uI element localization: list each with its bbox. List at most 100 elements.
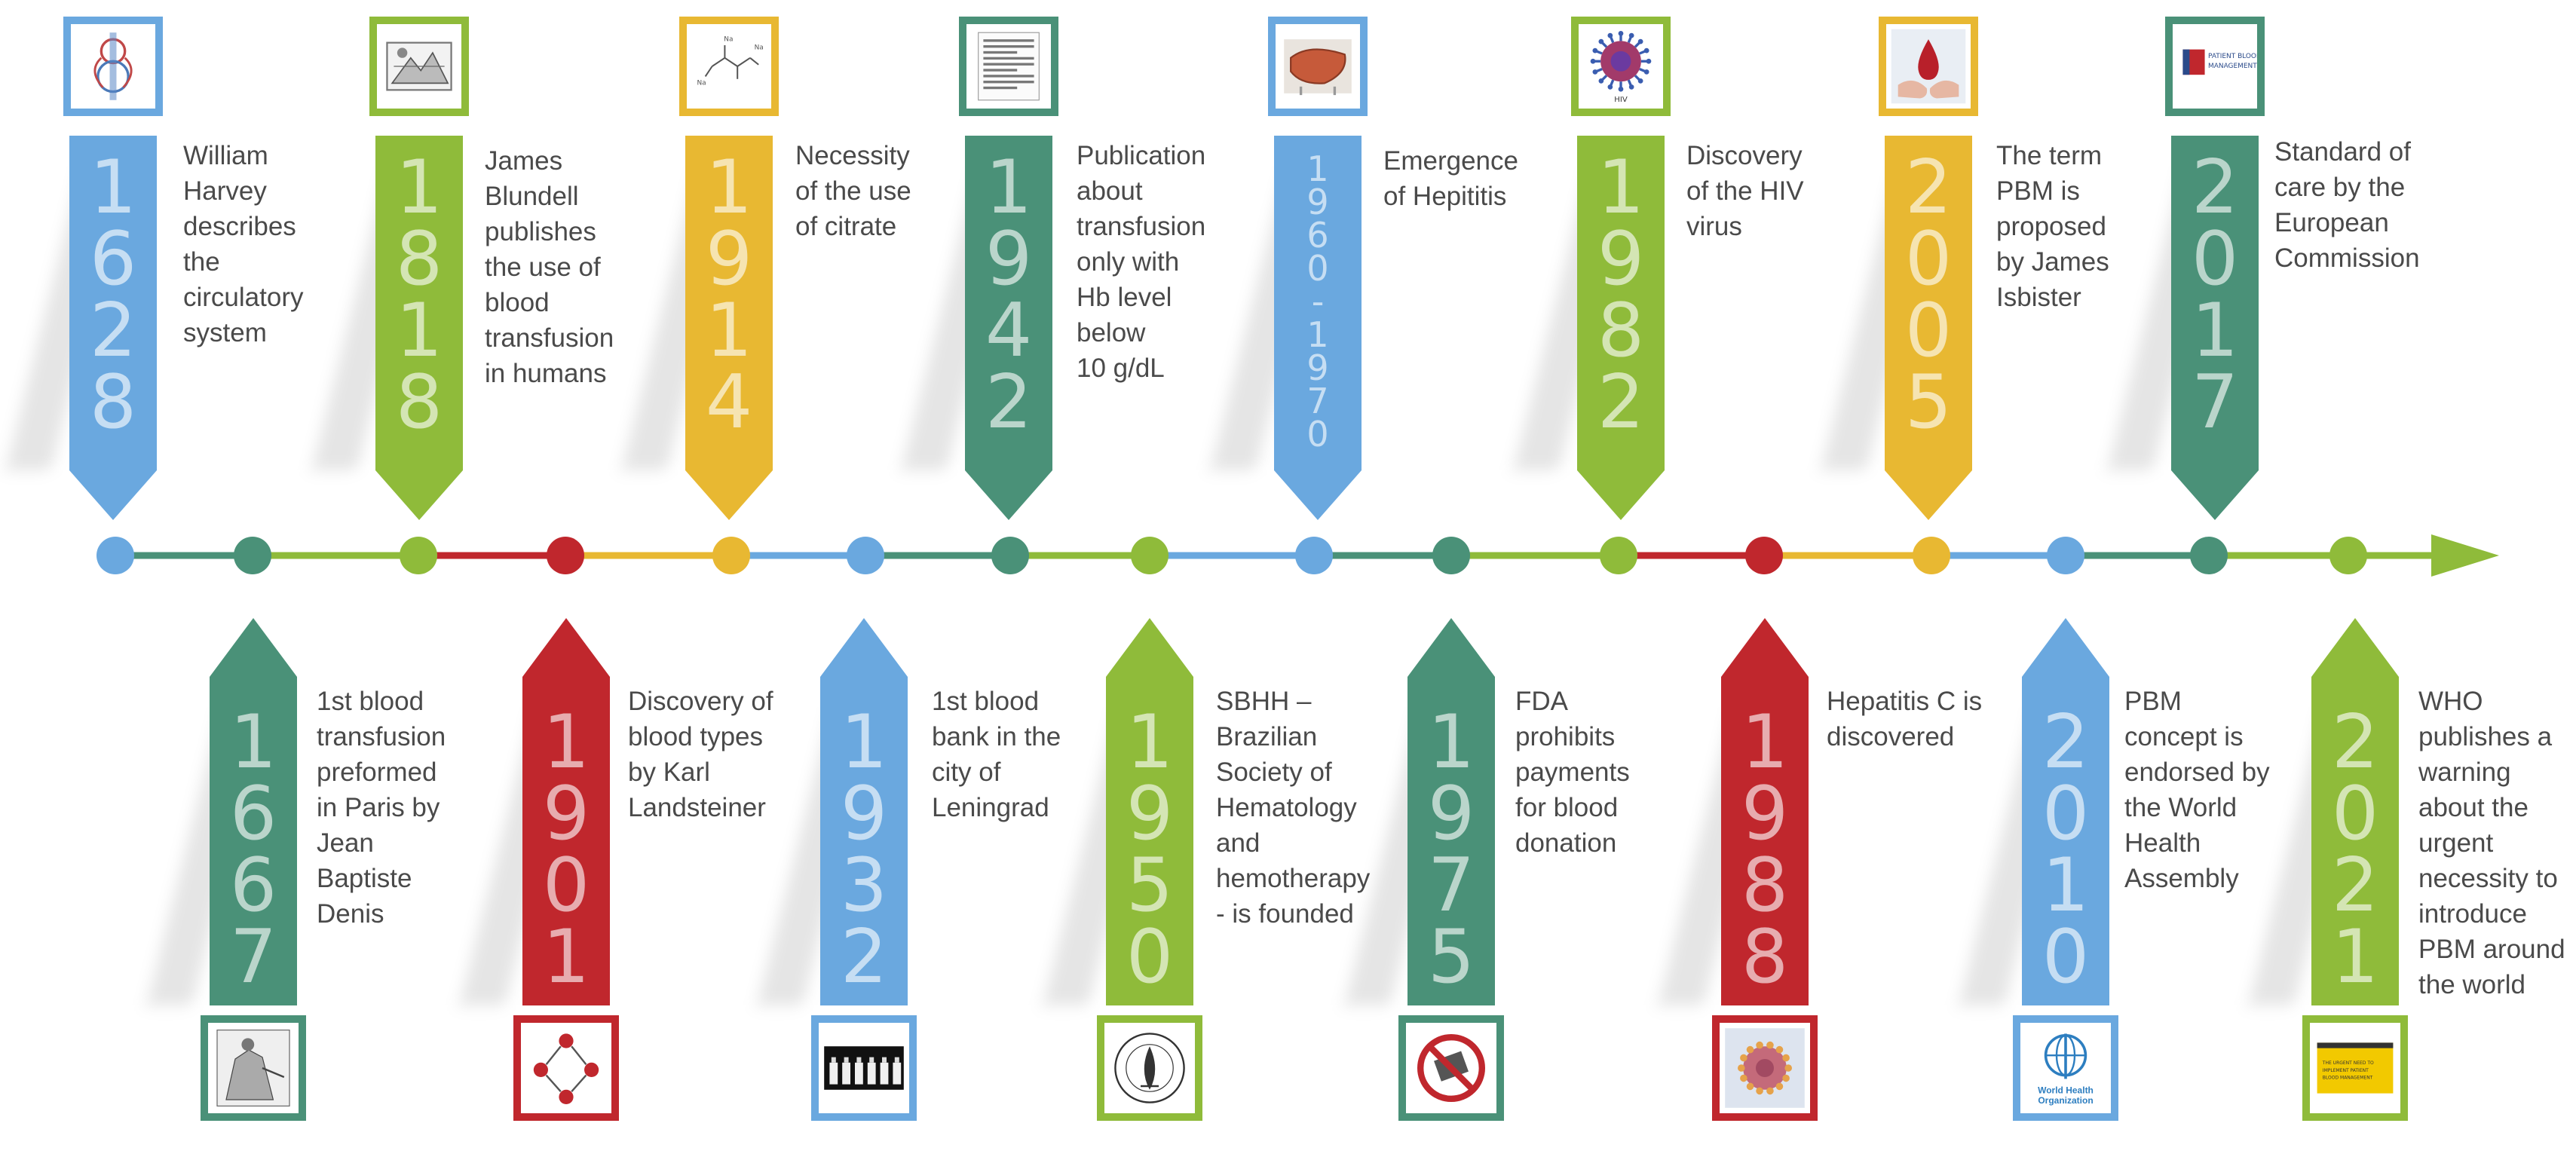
svg-text:Na: Na (724, 35, 733, 43)
year-digit: 1 (1741, 699, 1789, 785)
svg-text:Na: Na (755, 44, 764, 52)
year-digit: 9 (985, 216, 1033, 302)
svg-text:HIV: HIV (1614, 96, 1628, 104)
year-digit: 6 (1306, 215, 1329, 256)
axis-arrowhead (2431, 534, 2499, 577)
year-digit: 9 (1741, 771, 1789, 857)
year-digit: 0 (1306, 248, 1329, 289)
year-digit: 4 (985, 288, 1033, 374)
year-digit: 9 (542, 771, 590, 857)
year-digit: 1 (1306, 314, 1329, 355)
engraving-transfusion-icon (364, 11, 474, 121)
year-digit: 2 (2042, 699, 2090, 785)
year-digit: 6 (89, 216, 137, 302)
year-digit: 1 (542, 699, 590, 785)
timeline-node (234, 537, 271, 574)
year-digit: 2 (2331, 843, 2379, 929)
pointer-tip-up (1407, 618, 1495, 677)
event-caption: Hepatitis C is discovered (1827, 687, 1983, 751)
timeline-node (1295, 537, 1333, 574)
heart-circulation-icon (58, 11, 168, 121)
pbm-logo-icon: PATIENT BLOOD MANAGEMENT (2160, 11, 2270, 121)
svg-text:IMPLEMENT PATIENT: IMPLEMENT PATIENT (2323, 1068, 2369, 1073)
event-caption: Discovery of the HIV virus (1686, 141, 1804, 241)
year-digit: 0 (2042, 771, 2090, 857)
pointer-tip-down (1577, 470, 1665, 520)
pointer-tip-up (2022, 618, 2109, 677)
year-digit: 1 (840, 699, 888, 785)
timeline-node (400, 537, 437, 574)
pointer-body (1106, 677, 1193, 1005)
pointer-tip-down (375, 470, 463, 520)
year-digit: 8 (395, 216, 443, 302)
event-caption: The term PBM is proposed by James Isbist… (1996, 141, 2109, 312)
pointer-body (375, 136, 463, 470)
pointer-tip-up (1106, 618, 1193, 677)
timeline-node (712, 537, 750, 574)
year-digit: 7 (2191, 360, 2239, 445)
pointer-tip-up (2311, 618, 2399, 677)
event-caption: James Blundell publishes the use of bloo… (485, 146, 614, 388)
pointer-body (1407, 677, 1495, 1005)
year-digit: 1 (2042, 843, 2090, 929)
year-digit: 1 (1126, 699, 1174, 785)
timeline-node (2190, 537, 2228, 574)
svg-text:MANAGEMENT: MANAGEMENT (2208, 63, 2257, 70)
pointer-body (1577, 136, 1665, 470)
blood-bottles-icon (806, 1010, 922, 1126)
event-caption: WHO publishes a warning about the urgent… (2418, 687, 2565, 999)
pointer-tip-down (685, 470, 773, 520)
timeline-node (1745, 537, 1783, 574)
year-digit: 1 (2191, 288, 2239, 374)
year-digit: 1 (395, 145, 443, 231)
year-digit: 1 (1427, 699, 1475, 785)
event-caption: SBHH – Brazilian Society of Hematology a… (1216, 687, 1371, 929)
pointer-tip-down (69, 470, 157, 520)
timeline-node (1913, 537, 1950, 574)
pointer-body (1885, 136, 1972, 470)
year-digit: 8 (1597, 288, 1645, 374)
pointer-body (820, 677, 908, 1005)
year-digit: 7 (229, 914, 277, 1000)
blood-drop-hands-icon (1873, 11, 1983, 121)
year-digit: 1 (2331, 914, 2379, 1000)
year-digit: 0 (2042, 914, 2090, 1000)
svg-text:Na: Na (697, 80, 706, 87)
pointer-body (2022, 677, 2109, 1005)
year-digit: 0 (1126, 914, 1174, 1000)
event-caption: FDA prohibits payments for blood donatio… (1515, 687, 1630, 858)
pointer-body (685, 136, 773, 470)
year-digit: 9 (1427, 771, 1475, 857)
year-digit: 8 (89, 360, 137, 445)
year-digit: 0 (2331, 771, 2379, 857)
hiv-virus-icon: HIV (1566, 11, 1676, 121)
timeline-node (847, 537, 884, 574)
year-digit: 5 (1427, 914, 1475, 1000)
pointer-body (1721, 677, 1809, 1005)
timeline-node (991, 537, 1029, 574)
year-digit: 0 (542, 843, 590, 929)
pointer-tip-up (210, 618, 297, 677)
year-digit: 1 (89, 145, 137, 231)
year-digit: 9 (1597, 216, 1645, 302)
year-digit: 9 (1126, 771, 1174, 857)
pointer-tip-up (522, 618, 610, 677)
engraving-denis-icon (195, 1010, 311, 1126)
pointer-tip-down (965, 470, 1052, 520)
event-caption: PBM concept is endorsed by the World Hea… (2124, 687, 2270, 893)
pointer-body (69, 136, 157, 470)
citrate-molecule-icon: Na Na Na (674, 11, 784, 121)
pointer-body (965, 136, 1052, 470)
year-digit: 1 (229, 699, 277, 785)
